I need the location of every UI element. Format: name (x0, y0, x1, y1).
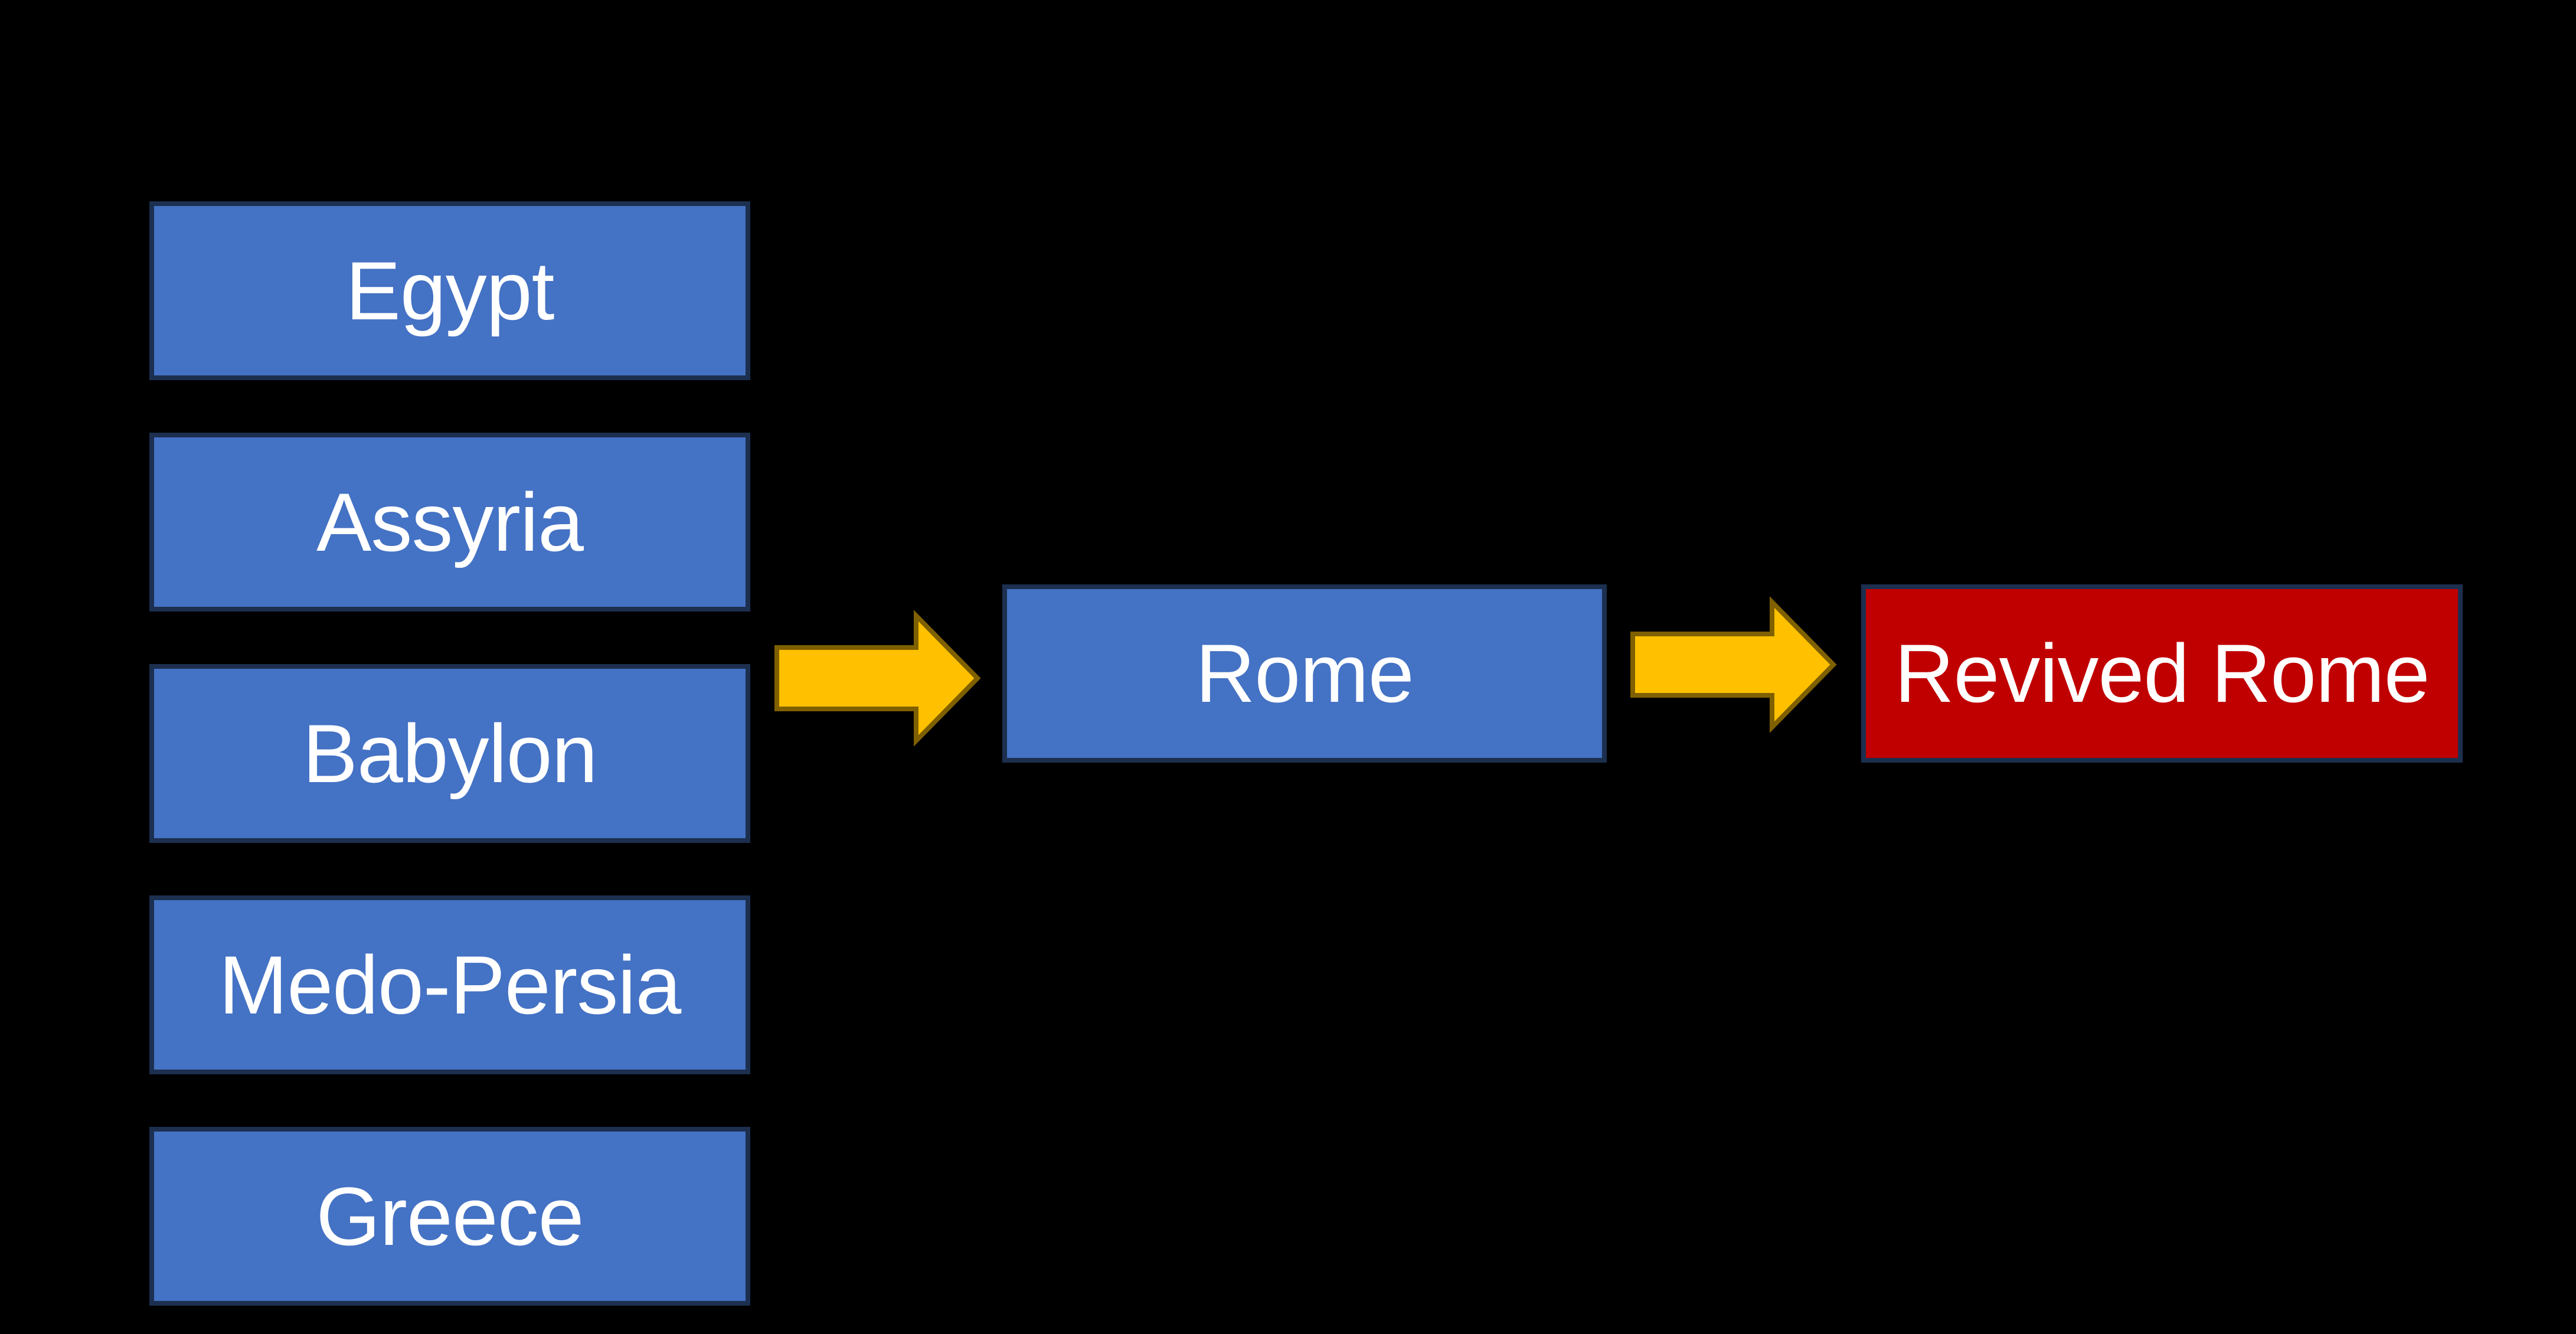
node-greece: Greece (149, 1127, 750, 1306)
node-label: Babylon (302, 707, 598, 800)
node-label: Medo-Persia (218, 938, 682, 1031)
node-label: Egypt (345, 244, 555, 337)
node-label: Greece (316, 1169, 584, 1263)
node-label: Rome (1195, 627, 1414, 720)
node-medo-persia: Medo-Persia (149, 895, 750, 1074)
node-revived-rome: Revived Rome (1861, 584, 2463, 763)
node-label: Assyria (316, 475, 584, 568)
right-arrow-icon (1630, 596, 1837, 733)
node-label: Revived Rome (1894, 627, 2430, 720)
node-rome: Rome (1002, 584, 1607, 763)
node-assyria: Assyria (149, 433, 750, 612)
right-arrow-icon (774, 610, 981, 747)
node-babylon: Babylon (149, 664, 750, 843)
node-egypt: Egypt (149, 201, 750, 380)
